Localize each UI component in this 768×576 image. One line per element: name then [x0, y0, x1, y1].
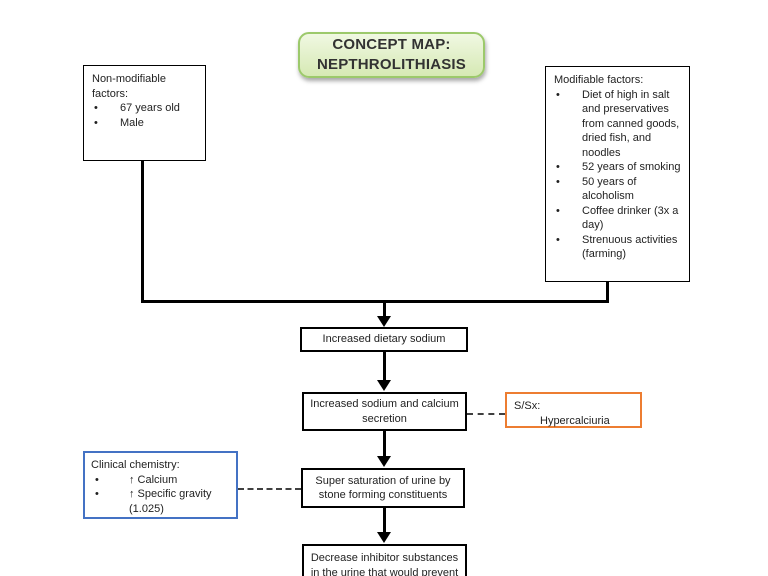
flow-box-label: Decrease inhibitor substances in the uri…	[310, 552, 459, 576]
list-item: Strenuous activities (farming)	[554, 233, 683, 262]
arrow-head-icon	[377, 380, 391, 391]
title-line-1: CONCEPT MAP:	[332, 36, 451, 53]
modifiable-list: Diet of high in salt and preservatives f…	[554, 88, 683, 262]
list-item: ↑ Specific gravity (1.025)	[91, 487, 231, 516]
connector-right-vertical	[606, 282, 609, 303]
title-box: CONCEPT MAP: NEPTHROLITHIASIS	[298, 32, 485, 78]
flow-box-supersaturation: Super saturation of urine by stone formi…	[301, 468, 465, 508]
non-modifiable-heading: Non-modifiable factors:	[92, 73, 166, 100]
clinical-list: ↑ Calcium ↑ Specific gravity (1.025)	[91, 473, 231, 517]
non-modifiable-list: 67 years old Male	[92, 101, 199, 130]
arrow-stem	[383, 431, 386, 457]
arrow-head-icon	[377, 316, 391, 327]
ssx-value: Hypercalciuria	[540, 414, 610, 427]
list-item: Coffee drinker (3x a day)	[554, 204, 683, 233]
dashed-connector-clinical	[238, 488, 301, 490]
dashed-connector-ssx	[467, 413, 505, 415]
title-line-2: NEPTHROLITHIASIS	[316, 56, 467, 73]
flow-box-dietary-sodium: Increased dietary sodium	[300, 327, 468, 352]
clinical-heading: Clinical chemistry:	[91, 459, 180, 471]
flow-box-label: Increased sodium and calcium secretion	[310, 398, 459, 425]
flow-box-decrease-inhibitors: Decrease inhibitor substances in the uri…	[302, 544, 467, 576]
flow-box-sodium-calcium-secretion: Increased sodium and calcium secretion	[302, 392, 467, 431]
modifiable-factors-box: Modifiable factors: Diet of high in salt…	[545, 66, 690, 282]
clinical-chemistry-box: Clinical chemistry: ↑ Calcium ↑ Specific…	[83, 451, 238, 519]
list-item: 50 years of alcoholism	[554, 175, 683, 204]
connector-left-vertical	[141, 161, 144, 303]
arrow-stem	[383, 302, 386, 317]
arrow-stem	[383, 352, 386, 381]
non-modifiable-factors-box: Non-modifiable factors: 67 years old Mal…	[83, 65, 206, 161]
flow-box-label: Super saturation of urine by stone formi…	[315, 474, 451, 502]
arrow-head-icon	[377, 532, 391, 543]
list-item: ↑ Calcium	[91, 473, 231, 488]
list-item: Diet of high in salt and preservatives f…	[554, 88, 683, 161]
ssx-box: S/Sx: Hypercalciuria	[505, 392, 642, 428]
modifiable-heading: Modifiable factors:	[554, 74, 644, 86]
ssx-label: S/Sx:	[514, 400, 541, 412]
list-item: Male	[92, 116, 199, 131]
connector-horizontal	[141, 300, 609, 303]
arrow-head-icon	[377, 456, 391, 467]
list-item: 67 years old	[92, 101, 199, 116]
flow-box-label: Increased dietary sodium	[322, 333, 446, 346]
arrow-stem	[383, 508, 386, 533]
list-item: 52 years of smoking	[554, 160, 683, 175]
